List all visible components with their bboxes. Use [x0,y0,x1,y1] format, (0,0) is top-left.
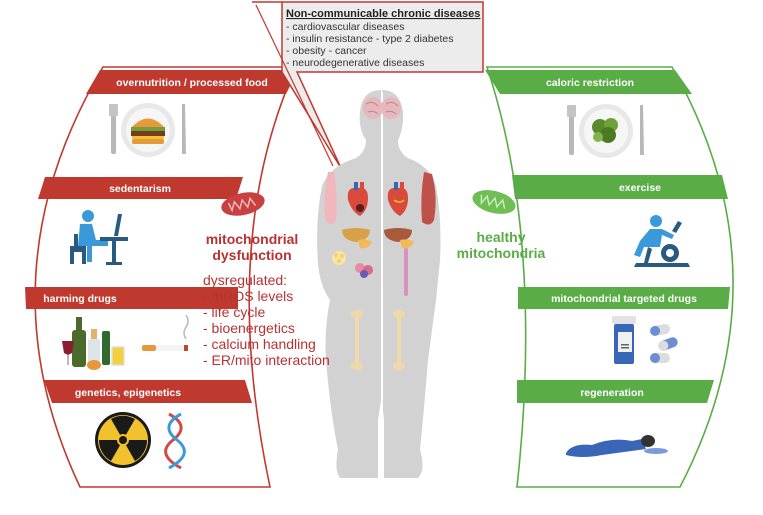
mitochondrial-dysfunction-block: mitochondrial dysfunction dysregulated: … [203,192,330,368]
left-band-3-label: harming drugs [43,293,117,305]
pill-bottle-icon [612,316,678,364]
right-band-3 [518,287,730,309]
callout-bubble [252,1,484,169]
right-band-2-label: exercise [619,182,661,194]
femur-left-icon [351,310,363,370]
dysfunction-title-line2: dysfunction [212,247,291,263]
healthy-title-line1: healthy [476,229,525,245]
left-band-3 [25,287,238,309]
dysfunction-item: - bioenergetics [203,320,295,336]
sleeping-person-icon [566,435,668,457]
left-band-4 [44,380,252,403]
brain-icon [363,97,401,119]
right-band-4-label: regeneration [580,387,644,399]
left-band-1 [86,70,298,94]
callout-item: - insulin resistance - type 2 diabetes [286,33,454,45]
blood-vessel-icon [404,248,408,296]
callout-title: Non-communicable chronic diseases [286,8,480,20]
left-panel: overnutrition / processed food sedentari… [25,66,298,488]
stationary-bike-icon [634,215,690,267]
left-band-4-label: genetics, epigenetics [75,387,181,399]
left-band-2-label: sedentarism [109,183,171,195]
heart-healthy-icon [387,182,408,216]
burger-plate-icon [109,103,186,157]
right-panel: caloric restriction exercise mitochondri… [485,66,734,488]
callout-item: - cardiovascular diseases [286,21,404,33]
dysfunction-title-line1: mitochondrial [206,231,299,247]
radiation-dna-icon [95,412,186,470]
left-band-1-label: overnutrition / processed food [116,77,268,89]
healthy-title-line2: mitochondria [457,245,546,261]
disease-callout: Non-communicable chronic diseases - card… [252,1,484,169]
dysfunction-item: - life cycle [203,304,265,320]
right-band-2 [512,175,728,199]
callout-item: - neurodegenerative diseases [286,57,424,69]
alcohol-cigarette-icon [62,314,189,370]
callout-pointer-left [255,4,334,167]
body-right-half [382,90,441,478]
femur-right-icon [393,310,405,370]
dysfunction-item: - calcium handling [203,336,316,352]
mitochondrion-healthy-icon [472,190,516,214]
dysfunction-item: - mROS levels [203,288,293,304]
cancer-cells-icon [355,263,373,278]
muscle-weak-icon [324,172,337,225]
salad-plate-icon [567,104,644,158]
right-band-1 [485,70,692,94]
muscle-healthy-icon [421,172,436,225]
heart-diseased-icon [347,182,368,216]
adipose-tissue-icon [332,251,346,265]
callout-item: - obesity - cancer [286,45,367,57]
dysfunction-item: - ER/mito interaction [203,352,330,368]
desk-worker-icon [70,210,128,265]
dysfunction-subtitle: dysregulated: [203,272,287,288]
liver-fatty-icon [342,228,372,249]
right-band-1-label: caloric restriction [546,77,634,89]
mitochondrion-damaged-icon [221,192,265,216]
healthy-mitochondria-block: healthy mitochondria [457,190,546,261]
right-band-3-label: mitochondrial targeted drugs [551,293,697,305]
left-band-2 [38,177,243,199]
right-band-4 [517,380,714,403]
human-body-figure [317,90,441,478]
liver-healthy-icon [384,228,414,249]
body-left-half [317,90,381,478]
